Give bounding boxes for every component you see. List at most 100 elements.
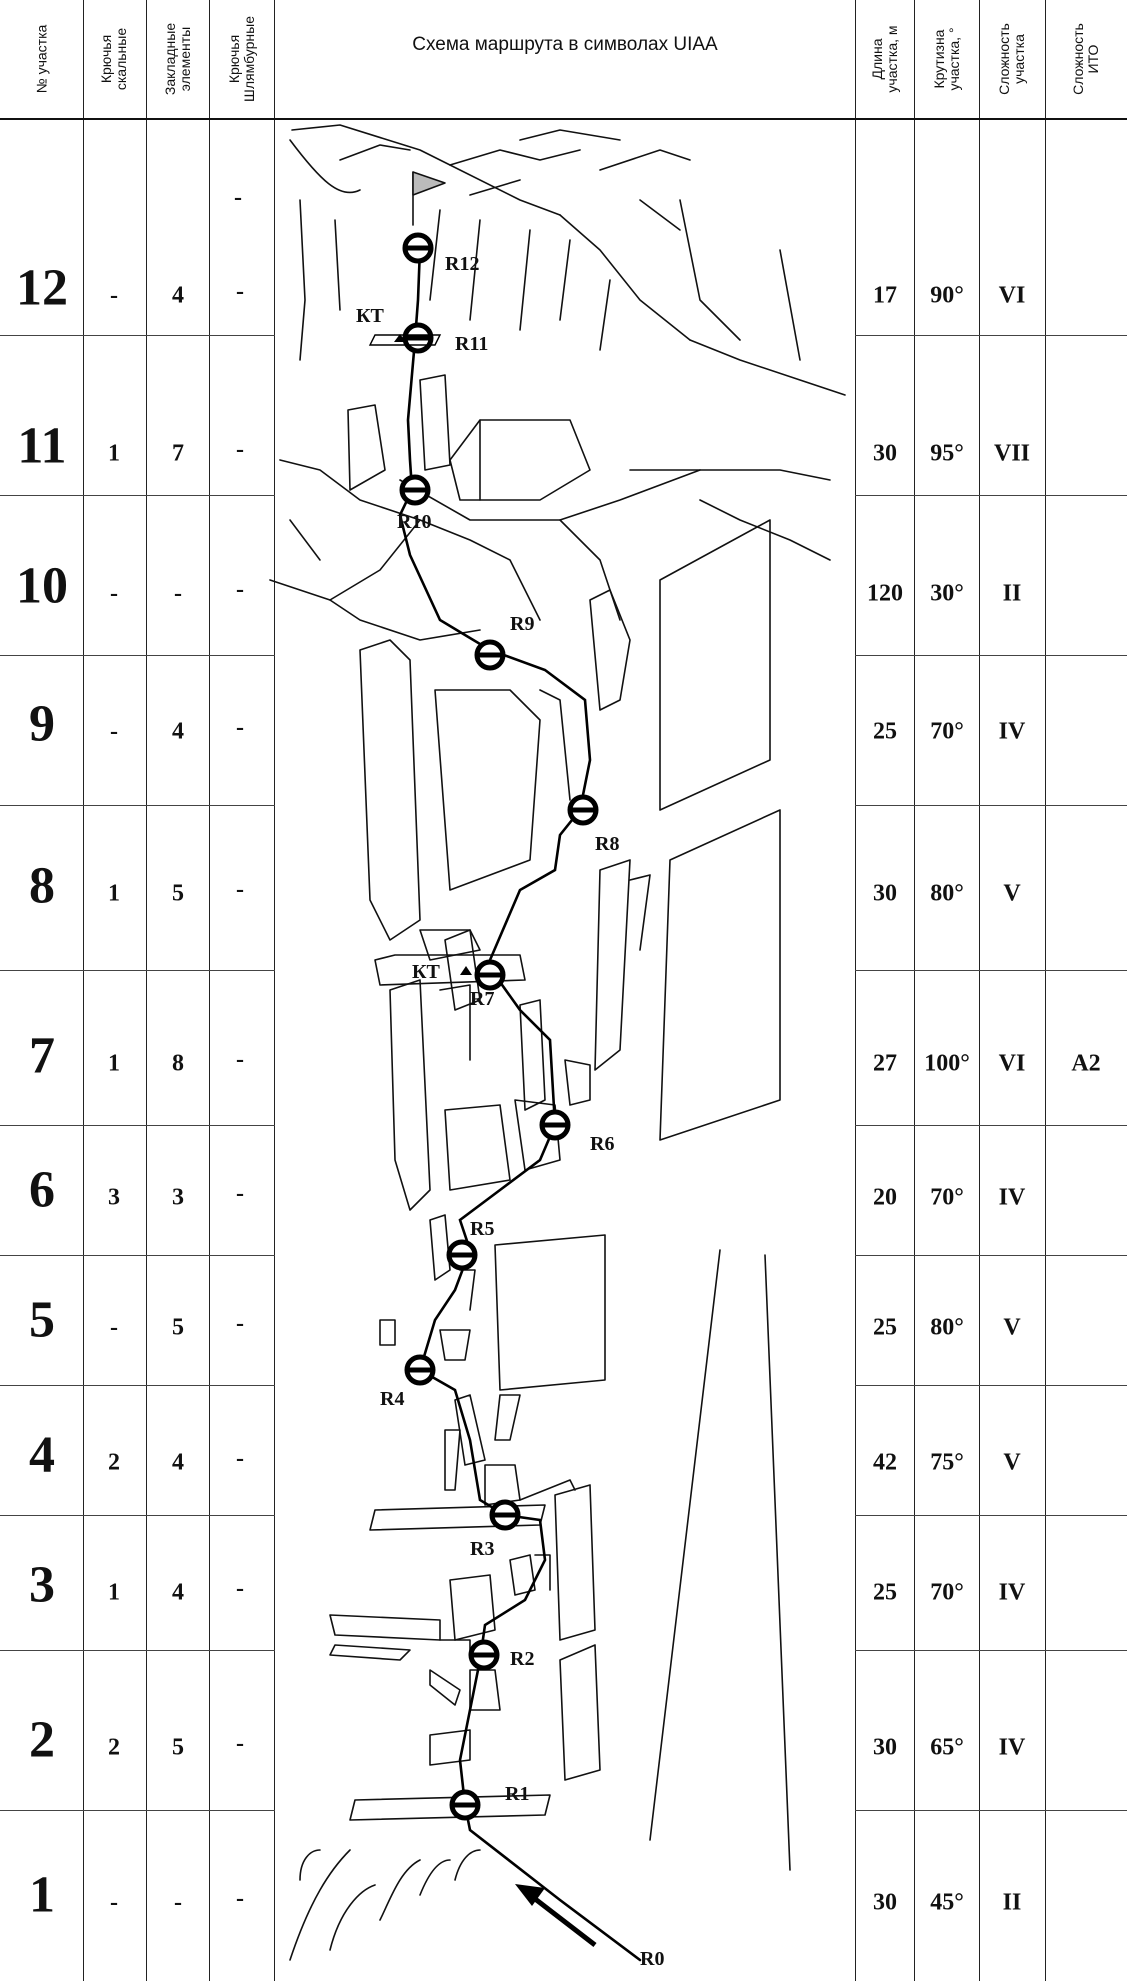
- rock-pitons-count: -: [110, 718, 118, 745]
- rock-pitons-count: 1: [108, 880, 120, 907]
- ledge: [374, 954, 526, 986]
- wall-slab: [459, 1269, 476, 1311]
- row-divider-right: [855, 335, 1127, 336]
- section-number: 3: [29, 1556, 55, 1614]
- section-difficulty: IV: [998, 718, 1026, 745]
- route-line: [398, 246, 642, 1962]
- wall-slab: [444, 929, 481, 1011]
- section-difficulty: IV: [998, 1184, 1026, 1211]
- anchor-label: R6: [590, 1133, 614, 1155]
- anchor-label: R5: [470, 1218, 494, 1240]
- section-number: 1: [29, 1866, 55, 1924]
- hill-line: [454, 1849, 481, 1881]
- section-difficulty: VI: [998, 282, 1026, 309]
- anchor-label: R12: [445, 253, 479, 275]
- bolts-count: -: [236, 1310, 244, 1337]
- section-difficulty: V: [1003, 1314, 1021, 1341]
- rock-pitons-count: -: [110, 580, 118, 607]
- section-length: 120: [867, 580, 903, 607]
- row-divider-left: [0, 1125, 275, 1126]
- wall-crack: [519, 229, 531, 331]
- wall-crack: [599, 279, 611, 351]
- wall-crack: [679, 199, 741, 341]
- section-difficulty: II: [1002, 1889, 1022, 1916]
- bolts-count: -: [236, 278, 244, 305]
- anchor-label: R11: [455, 333, 488, 355]
- section-difficulty: IV: [998, 1734, 1026, 1761]
- section-steepness: 45°: [930, 1889, 964, 1916]
- section-length: 30: [873, 1889, 897, 1916]
- wall-slab: [519, 999, 546, 1111]
- ridge-line: [469, 179, 521, 196]
- section-length: 30: [873, 1734, 897, 1761]
- ledge: [279, 459, 421, 521]
- rock-pitons-count: 1: [108, 440, 120, 467]
- header-scheme-title: Схема маршрута в символах UIAA: [412, 34, 718, 55]
- section-number: 9: [29, 695, 55, 753]
- wall-slab: [359, 639, 421, 941]
- bolts-count: -: [236, 1180, 244, 1207]
- wall-slab: [439, 1639, 471, 1651]
- section-steepness: 95°: [930, 440, 964, 467]
- ledge: [629, 469, 831, 481]
- ridge-line: [339, 144, 411, 161]
- anchor-label: R1: [505, 1783, 529, 1805]
- section-steepness: 70°: [930, 1184, 964, 1211]
- wall-slab: [439, 984, 471, 1061]
- section-number: 7: [29, 1027, 55, 1085]
- section-steepness: 100°: [924, 1050, 970, 1077]
- ledge: [269, 579, 481, 641]
- chocks-count: 3: [172, 1184, 184, 1211]
- grid-vline: [83, 0, 84, 1981]
- bolts-count: -: [236, 714, 244, 741]
- wall-slab: [389, 979, 431, 1211]
- ledge: [329, 519, 541, 621]
- ridge-line: [599, 149, 691, 171]
- section-length: 30: [873, 880, 897, 907]
- section-difficulty: V: [1003, 880, 1021, 907]
- control-point-label-mid: КТ: [412, 961, 441, 983]
- rock-block: [449, 419, 591, 501]
- row-divider-left: [0, 655, 275, 656]
- section-number: 11: [17, 417, 67, 475]
- bolts-count: -: [236, 1575, 244, 1602]
- bolts-count: -: [236, 1046, 244, 1073]
- wall-slab: [429, 1214, 451, 1281]
- wall-crack: [469, 219, 481, 321]
- pillar: [419, 374, 451, 471]
- wall-slab: [444, 1104, 511, 1191]
- rock-pitons-count: -: [110, 1314, 118, 1341]
- wall-slab: [494, 1394, 521, 1441]
- rock-pitons-count: 1: [108, 1050, 120, 1077]
- row-divider-right: [855, 1810, 1127, 1811]
- row-divider-left: [0, 495, 275, 496]
- ridge-line: [689, 339, 846, 396]
- wall-slab: [449, 1574, 496, 1641]
- wall-slab: [484, 1464, 521, 1506]
- section-difficulty: V: [1003, 1449, 1021, 1476]
- section-difficulty: VII: [993, 440, 1031, 467]
- ridge-line: [559, 214, 691, 341]
- wall-crack: [334, 219, 341, 311]
- wall-crack: [299, 199, 306, 361]
- pillar: [347, 404, 386, 491]
- wall-slab: [534, 1554, 551, 1591]
- ridge-line: [291, 124, 561, 216]
- rock-pitons-count: 3: [108, 1184, 120, 1211]
- chocks-count: 4: [172, 1579, 184, 1606]
- wall-slab: [429, 1669, 461, 1706]
- section-aid-difficulty: A2: [1071, 1050, 1101, 1077]
- bolts-count: -: [236, 576, 244, 603]
- rock-pitons-count: 1: [108, 1579, 120, 1606]
- hill-line: [299, 1849, 321, 1881]
- grid-vline: [1045, 0, 1046, 1981]
- section-steepness: 70°: [930, 1579, 964, 1606]
- row-divider-left: [0, 1515, 275, 1516]
- wall-slab: [629, 874, 651, 951]
- section-number: 2: [29, 1711, 55, 1769]
- chocks-count: 4: [172, 718, 184, 745]
- row-divider-left: [0, 970, 275, 971]
- section-number: 5: [29, 1291, 55, 1349]
- rock-pitons-count: -: [110, 282, 118, 309]
- section-number: 8: [29, 857, 55, 915]
